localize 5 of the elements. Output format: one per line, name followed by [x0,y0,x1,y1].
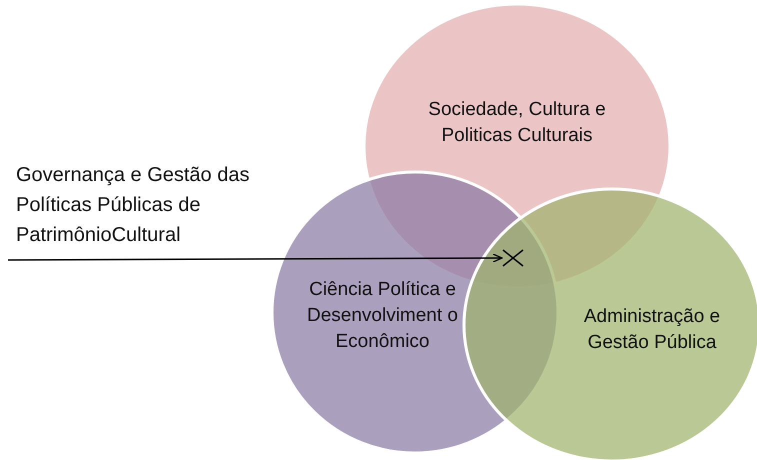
circle-label: Administração e Gestão Pública [582,305,722,355]
circle-label: Ciência Política e Desenvolviment o Econômico [306,278,460,354]
circle-label: Sociedade, Cultura e Politicas Culturais [427,98,607,148]
leader-line [8,253,503,263]
annotation-text: Governança e Gestão das Políticas Públicas de PatrimônioCultural [16,163,250,248]
